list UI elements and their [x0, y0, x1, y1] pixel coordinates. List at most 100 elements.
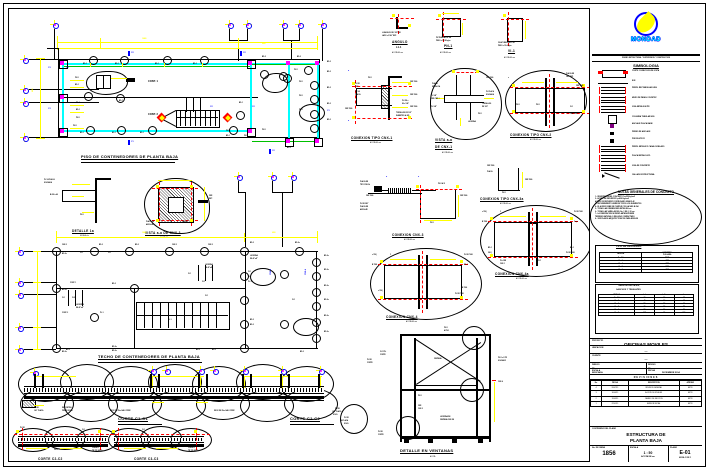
section-cut-icon: [598, 69, 628, 78]
cnx3a-title: CONEXION TIPO CNX-3a: [480, 197, 524, 201]
obra-label: No. DE OBRA: [592, 446, 605, 449]
escala-label: ESCALA: [592, 369, 601, 372]
revisiones-cell: EMISION INICIAL: [627, 400, 680, 407]
simbologia-item-label: VIGA DE CONCRETO: [632, 164, 651, 167]
cnx4-sub: ACOTA EN mm: [406, 322, 418, 323]
tabla-anclajes-heading-2: GANCHOS Y TRASLAPES: [616, 289, 641, 291]
corte-c2b-title: CORTE C2-C2: [290, 416, 320, 421]
cnx3a-sub: ACOTA EN mm: [500, 204, 512, 205]
steel-column-line: [250, 63, 252, 132]
steel-beam: [62, 63, 252, 65]
nota-item: 4.- EL ACERO DEBE DE CUMPLIR CON LA NMX-…: [595, 205, 639, 208]
corte-c2-title: CORTE C2-C2: [38, 457, 63, 461]
vista-aa-sub: ACOTA EN mm: [160, 238, 172, 239]
contenido-value-1: ESTRUCTURA DE: [626, 432, 666, 437]
axis-marker: [210, 366, 219, 375]
dibujo-reviso-row: DIBUJO REVISO — —: [590, 363, 702, 369]
pn1-sub: ACOTA EN mm: [440, 53, 452, 54]
simbologia-item: VIGA METALICA IPR: [590, 105, 702, 113]
vi1-sub: ACOTA EN mm: [504, 58, 516, 59]
nota-item: 1.- RESISTENCIA DEL CONCRETO f'c=250 kg/…: [595, 196, 636, 198]
revisiones-cell: ESTR.: [678, 400, 703, 407]
bottom-row: No. DE OBRA 1856 ESCALA 1 : 50 ACOTA EN …: [590, 446, 702, 462]
tabla-refuerzo-cell: 3/4": [641, 268, 693, 273]
cliente-label: CLIENTE: [592, 354, 601, 357]
simbologia-item-label: PLACA METALICA PL: [632, 155, 651, 157]
ubicacion-value: —: [644, 348, 648, 353]
detalle-ventanas-sub: ACOTA: [430, 457, 436, 458]
tabla-refuerzo-heading: TIPO DE REFUERZO: [616, 245, 642, 248]
cnx2-sub: ACOTA EN mm: [530, 140, 542, 141]
double-line-red-5-icon: [598, 154, 628, 162]
cnx3-sub: ACOTA EN mm: [404, 240, 416, 241]
ubicacion-row: UBICACION —: [590, 346, 702, 354]
simbologia-item-label: CORTE Y DIRECCION DE VISTA: [632, 70, 660, 72]
square-open-icon: [598, 115, 628, 124]
simbologia-item-label: MURO DE PANEL COVINTEC: [632, 96, 657, 99]
axis-marker: [20, 98, 29, 107]
notas-heading: NOTAS GENERALES DE CONCRETO: [617, 190, 675, 194]
simbologia-item: MURO DE PANEL COVINTEC: [590, 96, 702, 104]
escala-label-2: ESCALA: [630, 446, 639, 449]
axis-marker: [234, 172, 243, 181]
simbologia-item-label: PIN DE APOYO: [632, 138, 645, 140]
simbologia-item-label: VIGA METALICA IPR: [632, 106, 650, 108]
simbologia-item-label: PERFIL RECTANGULAR HSS: [632, 87, 657, 89]
escala-value-2: 1 : 50: [643, 451, 653, 455]
simbologia-item: PLACA METALICA PL: [590, 154, 702, 162]
tabla-anclajes-heading-1: TABLA DE ANCLAJES,: [618, 285, 640, 287]
cnx4-title: CONEXION CNX-4: [386, 315, 418, 319]
cnx1-sub: ACOTA EN mm: [370, 143, 382, 144]
nota-item: 8.- VER PLANOS ARQUITECTONICOS PARA NIVE…: [595, 218, 639, 221]
vista-cnx1-title-l1: VISTA a-a: [435, 138, 453, 142]
revisiones-cell: 22/01/15: [601, 400, 629, 407]
fecha-value: DICIEMBRE 2014: [662, 372, 680, 374]
axis-marker: [268, 172, 277, 181]
escala-value: INDICADA: [592, 372, 603, 374]
vista-cnx1-title-l2: DE CNX-1: [435, 145, 453, 149]
dibujo-value: —: [592, 366, 595, 369]
axis-marker: [20, 133, 29, 142]
plain-line-icon: [598, 79, 628, 87]
steel-column-line: [317, 63, 319, 143]
axis-marker: [243, 20, 252, 29]
axis-marker: [15, 323, 24, 332]
dot-black-icon: [598, 130, 628, 138]
axis-marker: [20, 55, 29, 64]
nota-item: 2.- ACERO DE REFUERZO fy=4200 kg/cm2: [595, 198, 630, 201]
nota-item: 5.- TODAS LAS DIMENSIONES ESTAN EN cm.: [595, 208, 632, 211]
logo-text: MONDAD: [631, 37, 661, 43]
nota-item: TERRENO NATURAL O RELLENO COMPACTADO: [595, 215, 635, 218]
cnx4a-title: CONEXION CNX-4a: [495, 272, 529, 276]
dot-black-2-icon: [598, 137, 628, 145]
axis-marker: [278, 366, 287, 375]
cnx3-title: CONEXION CNX-3: [392, 233, 424, 237]
proyecto-value: OFICINAS MOVILES: [624, 341, 668, 347]
axis-marker: [162, 366, 171, 375]
simbologia-item: CALLADO ESTRUCTURAL: [590, 172, 702, 181]
axis-marker: [15, 247, 24, 256]
simbologia-item-label: CALLADO ESTRUCTURAL: [632, 174, 655, 176]
escala-sub-2: ACOTA EN cm: [641, 456, 655, 458]
axis-marker: [316, 366, 325, 375]
axis-marker: [15, 290, 24, 299]
tabla-anclajes-cell: 45: [653, 311, 675, 316]
double-line-red-4-icon: [598, 145, 628, 153]
dibujo-label: DIBUJO: [592, 363, 600, 366]
arrow-note-icon: [598, 172, 628, 181]
double-line-red-6-icon: [598, 164, 628, 172]
logo-subtitle: DISENO ESTRUCTURAL * SUPERVISION * CONST…: [621, 57, 671, 59]
plano-label: PLANO: [670, 446, 677, 449]
revisiones-cell: 1: [589, 400, 603, 407]
cliente-row: CLIENTE —: [590, 354, 702, 363]
company-logo: MONDAD: [590, 10, 702, 56]
title-block: MONDAD DISENO ESTRUCTURAL * SUPERVISION …: [589, 8, 703, 462]
reviso-value: —: [648, 366, 651, 369]
cnx2-title: CONEXION TIPO CNX-2: [510, 133, 552, 137]
axis-marker: [295, 20, 304, 29]
dot-purple-icon: [598, 122, 628, 130]
simbologia-item: ANCLAJE PLACA BASE: [590, 122, 702, 130]
revisiones-heading: REVISIONES: [633, 375, 659, 379]
